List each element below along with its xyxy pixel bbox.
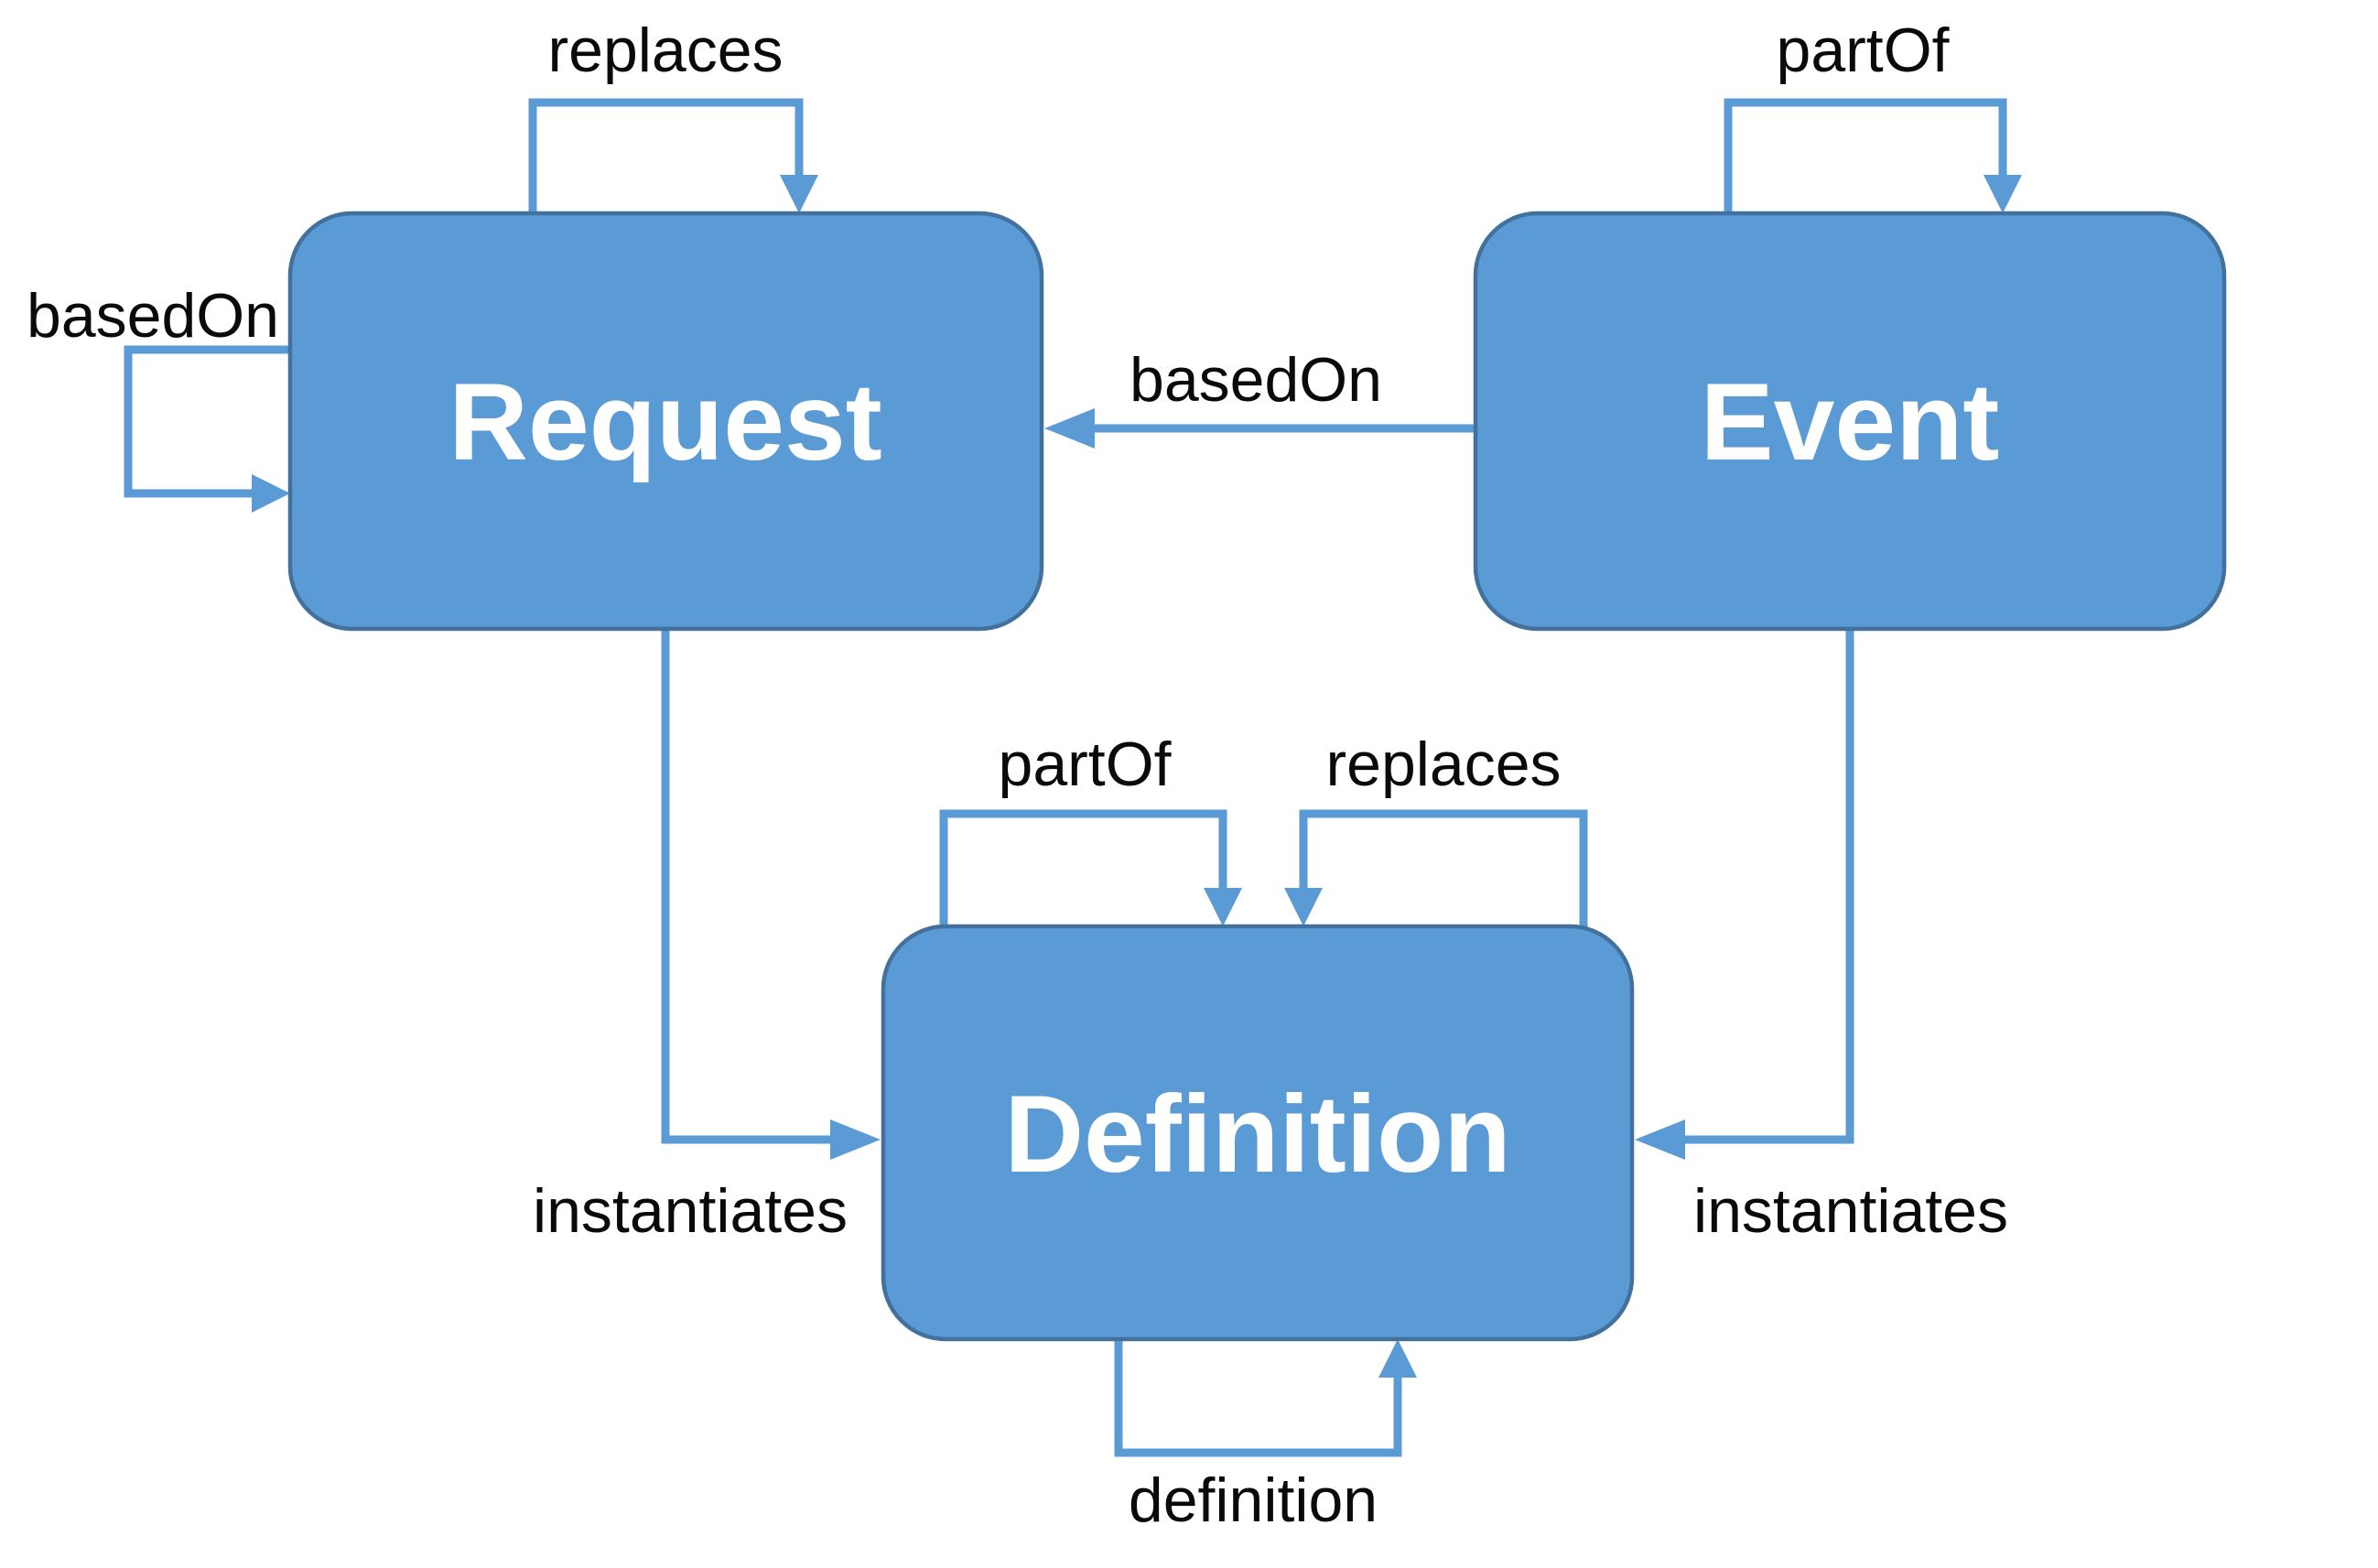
- edge-label-instantiates-left: instantiates: [533, 1176, 848, 1246]
- edge-label-partof-event: partOf: [1777, 16, 1950, 85]
- edge-label-replaces-definition: replaces: [1325, 730, 1561, 799]
- arrow-left-icon: [1635, 1119, 1685, 1160]
- edge-label-basedon-request-self: basedOn: [27, 281, 279, 351]
- node-event-label: Event: [1701, 361, 2000, 483]
- node-request-label: Request: [449, 361, 881, 483]
- arrow-down-icon: [780, 175, 818, 213]
- arrow-down-icon: [1204, 888, 1242, 926]
- edge-label-instantiates-right: instantiates: [1693, 1176, 2008, 1246]
- node-definition: [881, 924, 1635, 1342]
- arrow-right-icon: [830, 1119, 881, 1160]
- edge-label-basedon-main: basedOn: [1130, 345, 1382, 415]
- arrow-down-icon: [1284, 888, 1323, 926]
- edge-request-basedon-self: [124, 345, 292, 498]
- edge-event-instantiates-definition: [1682, 628, 1854, 1144]
- edge-label-replaces-request: replaces: [547, 16, 783, 85]
- edge-definition-definition-self: [1114, 1337, 1402, 1457]
- node-event: [1473, 211, 2227, 632]
- edge-request-instantiates-definition: [661, 628, 833, 1144]
- arrow-right-icon: [252, 474, 290, 513]
- edge-definition-partof-self: [939, 809, 1227, 928]
- nodes-layer: Request Event Definition: [287, 211, 2227, 1342]
- edge-label-partof-definition: partOf: [999, 730, 1172, 799]
- edge-label-definition-self: definition: [1129, 1465, 1378, 1535]
- edge-labels-layer: replaces basedOn partOf basedOn instanti…: [27, 16, 2008, 1535]
- edge-definition-replaces-self: [1299, 809, 1588, 928]
- arrow-up-icon: [1378, 1339, 1417, 1378]
- node-request: [287, 211, 1044, 632]
- edge-event-partof-self: [1724, 98, 2007, 216]
- arrow-left-icon: [1044, 408, 1095, 449]
- edges-layer: [124, 98, 2022, 1457]
- node-definition-label: Definition: [1004, 1073, 1510, 1195]
- arrow-down-icon: [1983, 175, 2022, 213]
- edge-request-replaces-self: [528, 98, 804, 216]
